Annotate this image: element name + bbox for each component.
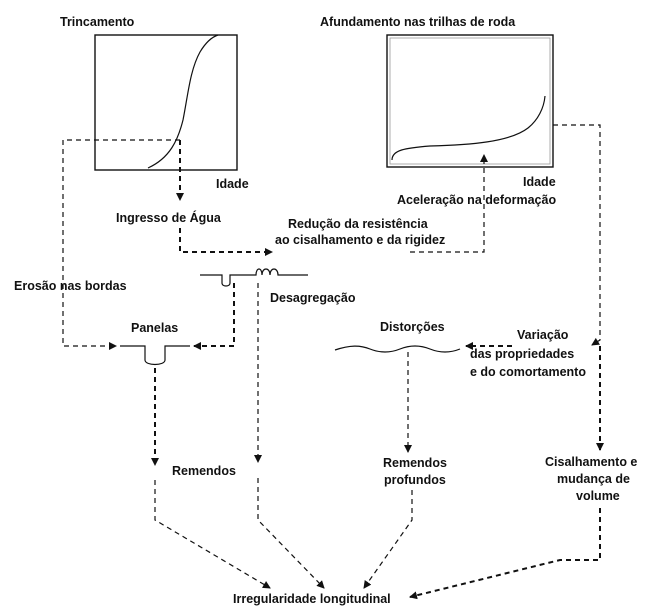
potholes-label: Panelas	[131, 321, 178, 335]
raveling-surface-symbol	[200, 268, 308, 287]
cracking-plot-frame	[94, 34, 238, 171]
rutting-plot-frame	[386, 34, 554, 168]
rutting-plot-shadow	[389, 37, 551, 165]
deep-patches-label-1: Remendos	[383, 456, 447, 470]
shear-volume-label-2: mudança de	[557, 472, 630, 486]
patches-label: Remendos	[172, 464, 236, 478]
property-variation-label-1: Variação	[517, 328, 569, 342]
longitudinal-irregularity-label: Irregularidade longitudinal	[233, 592, 391, 606]
distortions-label: Distorções	[380, 320, 445, 334]
property-variation-label-2: das propriedades	[470, 347, 574, 361]
cracking-curve	[147, 34, 219, 169]
cracking-title: Trincamento	[60, 15, 135, 29]
cracking-x-axis-label: Idade	[216, 177, 249, 191]
raveling-label: Desagregação	[270, 291, 356, 305]
flow-connectors	[62, 124, 604, 600]
shear-volume-label-3: volume	[576, 489, 620, 503]
rutting-curve	[391, 95, 546, 161]
water-ingress-label: Ingresso de Água	[116, 210, 222, 225]
edge-erosion-label: Erosão nas bordas	[14, 279, 127, 293]
strength-reduction-label-2: ao cisalhamento e da rigidez	[275, 233, 445, 247]
rutting-x-axis-label: Idade	[523, 175, 556, 189]
distortion-surface-symbol	[334, 345, 461, 353]
strength-reduction-label-1: Redução da resistência	[288, 217, 429, 231]
shear-volume-label-1: Cisalhamento e	[545, 455, 637, 469]
pothole-surface-symbol	[120, 345, 190, 366]
rutting-title: Afundamento nas trilhas de roda	[320, 15, 516, 29]
property-variation-label-3: e do comortamento	[470, 365, 586, 379]
deep-patches-label-2: profundos	[384, 473, 446, 487]
deformation-acceleration-label: Aceleração na deformação	[397, 193, 556, 207]
